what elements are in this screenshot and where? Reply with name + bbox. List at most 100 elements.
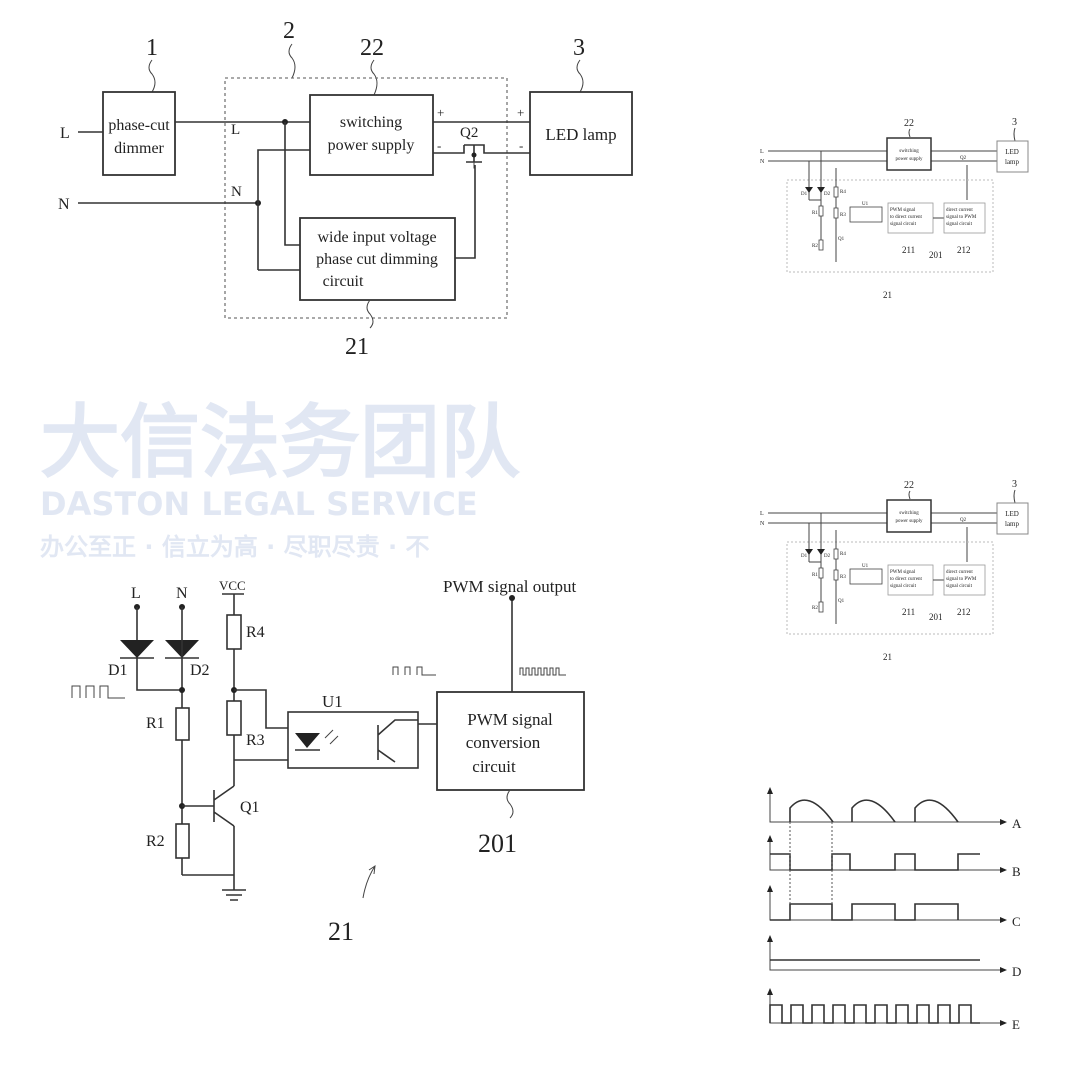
watermark-english: DASTON LEGAL SERVICE bbox=[40, 485, 478, 523]
axis-arrow-icon bbox=[767, 935, 773, 942]
ref-21: 21 bbox=[345, 334, 369, 360]
mini-r4: R4 bbox=[840, 190, 846, 195]
label-vcc: VCC bbox=[219, 578, 246, 593]
label-L-inner: L bbox=[231, 122, 240, 138]
figure-1-block-diagram: 1 2 22 3 L N phase-cut dimmer L N switch… bbox=[58, 18, 633, 360]
axis-arrow-icon bbox=[1000, 819, 1007, 825]
mini-q2: Q2 bbox=[960, 156, 967, 161]
pulse-waveform-in bbox=[392, 666, 436, 676]
mini-led-box bbox=[996, 502, 1029, 535]
waveform-signal bbox=[769, 1004, 980, 1024]
dimmer-label-2: dimmer bbox=[114, 140, 164, 157]
mini-dc-pwm-3: signal circuit bbox=[946, 222, 973, 227]
mini-N: N bbox=[760, 159, 765, 165]
module-2-outline bbox=[224, 77, 508, 319]
mini-led-1: LED bbox=[1005, 148, 1019, 156]
mini-d2: D2 bbox=[824, 192, 831, 197]
label-d2: D2 bbox=[190, 662, 210, 679]
mini-ref-211: 211 bbox=[902, 607, 915, 617]
waveform-label: C bbox=[1012, 914, 1021, 929]
mini-q2: Q2 bbox=[960, 518, 967, 523]
waveform-axis bbox=[769, 993, 1000, 1024]
mini-dc-pwm-3: signal circuit bbox=[946, 584, 973, 589]
mini-u1-label: U1 bbox=[862, 202, 869, 207]
figure-2-mini-diagram: 22 3 L N switching power supply LED lamp… bbox=[760, 117, 1029, 300]
ref-2: 2 bbox=[283, 18, 295, 44]
mini-pwm-dc-3: signal circuit bbox=[890, 584, 917, 589]
optocoupler-u1 bbox=[287, 711, 419, 769]
led-lamp-box bbox=[529, 91, 633, 176]
watermark: 大信法务团队 DASTON LEGAL SERVICE 办公至正 · 信立为高 … bbox=[40, 396, 521, 561]
mini-ref-212: 212 bbox=[957, 607, 971, 617]
pwm-conversion-box bbox=[436, 691, 585, 791]
waveform-label: B bbox=[1012, 864, 1021, 879]
leader-21 bbox=[366, 299, 374, 329]
watermark-slogan: 办公至正 · 信立为高 · 尽职尽责 · 不 bbox=[40, 533, 429, 561]
dimming-label-3: circuit bbox=[323, 273, 364, 290]
mini-led-box bbox=[996, 140, 1029, 173]
waveform-signal bbox=[789, 799, 959, 823]
mini-dc-pwm-1: direct current bbox=[946, 570, 973, 575]
axis-arrow-icon bbox=[1000, 967, 1007, 973]
axis-arrow-icon bbox=[1000, 917, 1007, 923]
mini-ref-21: 21 bbox=[883, 652, 892, 662]
power-supply-label-1: switching bbox=[340, 114, 402, 131]
mini-r2: R2 bbox=[812, 606, 818, 611]
mini-u1 bbox=[849, 568, 883, 585]
ref-3: 3 bbox=[573, 35, 585, 61]
mini-ref-21: 21 bbox=[883, 290, 892, 300]
ref-1: 1 bbox=[146, 35, 158, 61]
axis-arrow-icon bbox=[1000, 1020, 1007, 1026]
label-L: L bbox=[60, 125, 70, 142]
waveform-label: A bbox=[1012, 816, 1022, 831]
label-d1: D1 bbox=[108, 662, 128, 679]
mini-q1: Q1 bbox=[838, 237, 845, 242]
mini-ps-1: switching bbox=[899, 511, 919, 516]
waveform-axis bbox=[769, 940, 1000, 971]
waveform-axis bbox=[769, 792, 1000, 823]
ground-icon bbox=[222, 889, 246, 901]
label-r2: R2 bbox=[146, 833, 165, 850]
label-r1: R1 bbox=[146, 715, 165, 732]
alignment-guide bbox=[789, 822, 833, 904]
mini-r1: R1 bbox=[812, 573, 818, 578]
label-r4: R4 bbox=[246, 624, 265, 641]
mini-led-2: lamp bbox=[1005, 520, 1019, 528]
waveform-axis bbox=[769, 890, 1000, 921]
axis-arrow-icon bbox=[767, 885, 773, 892]
mini-power-supply-box bbox=[886, 137, 932, 171]
mini-dc-pwm-2: signal to PWM bbox=[946, 577, 977, 582]
mini-dc-to-pwm-box bbox=[943, 202, 986, 234]
axis-arrow-icon bbox=[767, 988, 773, 995]
wire-gate bbox=[455, 165, 476, 259]
waveform-label: D bbox=[1012, 964, 1021, 979]
dimming-label-1: wide input voltage bbox=[317, 229, 436, 246]
mini-d1: D1 bbox=[801, 554, 808, 559]
minus-sign: - bbox=[437, 138, 441, 153]
dimmer-label-1: phase-cut bbox=[108, 117, 170, 134]
resistor-r4 bbox=[226, 614, 242, 650]
mini-N: N bbox=[760, 521, 765, 527]
mini-pwm-dc-1: PWM signal bbox=[890, 570, 916, 575]
mini-L: L bbox=[760, 149, 764, 155]
axis-arrow-icon bbox=[767, 787, 773, 794]
led-lamp-label: LED lamp bbox=[545, 125, 616, 144]
dimming-circuit-box bbox=[299, 217, 456, 301]
mini-ref-3: 3 bbox=[1012, 479, 1017, 490]
pwm-box-label-1: PWM signal bbox=[467, 710, 553, 729]
mini-dc-pwm-1: direct current bbox=[946, 208, 973, 213]
resistor-r3 bbox=[226, 700, 242, 736]
mini-pwm-dc-2: to direct current bbox=[890, 577, 923, 582]
plus-sign: + bbox=[517, 105, 524, 120]
mini-r3: R3 bbox=[840, 575, 846, 580]
wire-N-to-supply bbox=[257, 149, 310, 270]
mini-d2: D2 bbox=[824, 554, 831, 559]
label-q1: Q1 bbox=[240, 799, 260, 816]
ref-21: 21 bbox=[328, 917, 354, 946]
label-N: N bbox=[176, 585, 188, 602]
mini-module-21 bbox=[786, 541, 994, 635]
leader-3 bbox=[576, 59, 584, 93]
minus-sign: - bbox=[519, 138, 523, 153]
mini-ref-212: 212 bbox=[957, 245, 971, 255]
switching-power-supply-box bbox=[309, 94, 434, 176]
